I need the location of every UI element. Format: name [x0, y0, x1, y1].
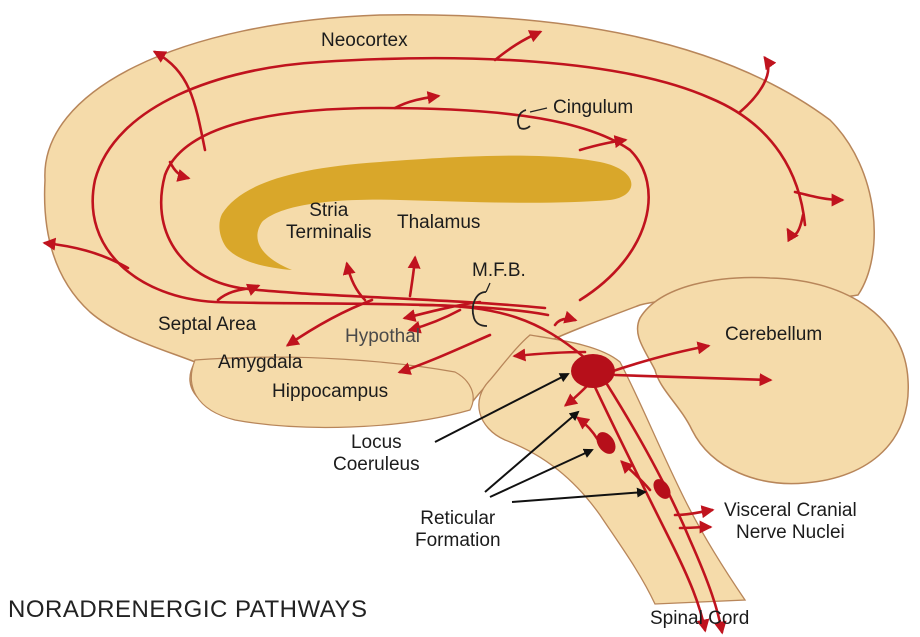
label-spinal-cord: Spinal Cord [650, 608, 749, 630]
label-septal-area: Septal Area [158, 314, 256, 336]
arm-to-visceral-nuclei-2 [680, 527, 710, 528]
label-hypothal: Hypothal [345, 326, 420, 348]
label-neocortex: Neocortex [321, 30, 408, 52]
label-amygdala: Amygdala [218, 352, 303, 374]
label-locus-coeruleus: Locus Coeruleus [333, 432, 420, 476]
label-thalamus: Thalamus [397, 212, 480, 234]
label-mfb: M.F.B. [472, 260, 526, 282]
label-stria-terminalis: Stria Terminalis [286, 200, 372, 244]
cerebellum-shape [638, 277, 909, 483]
diagram-title: NORADRENERGIC PATHWAYS [8, 596, 367, 624]
label-hippocampus: Hippocampus [272, 381, 388, 403]
label-visceral-cranial-nerve-nuclei: Visceral Cranial Nerve Nuclei [724, 500, 857, 544]
label-reticular-formation: Reticular Formation [415, 508, 501, 552]
label-cerebellum: Cerebellum [725, 324, 822, 346]
label-cingulum: Cingulum [553, 97, 633, 119]
locus-coeruleus-nucleus [571, 354, 615, 388]
